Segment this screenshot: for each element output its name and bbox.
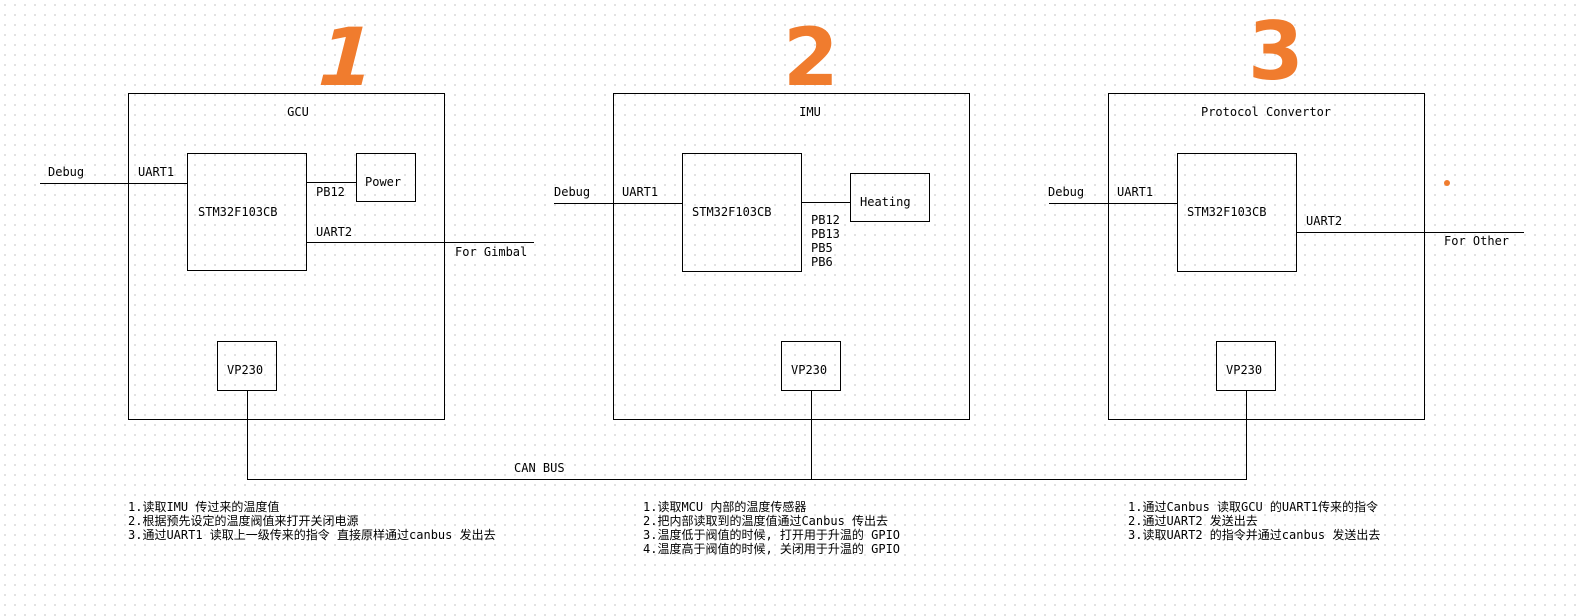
orange-dot xyxy=(1444,180,1450,186)
can-bus-line xyxy=(247,391,1247,480)
gcu-mcu-box xyxy=(187,153,307,271)
gcu-vp230-label: VP230 xyxy=(227,363,264,377)
imu-vp230-label: VP230 xyxy=(791,363,828,377)
imu-mcu-box xyxy=(682,153,802,272)
imu-pin-label: PB12 xyxy=(811,213,840,227)
note-line: 1.读取IMU 传过来的温度值 xyxy=(128,500,280,514)
imu-pin-label: PB6 xyxy=(811,255,833,269)
gcu-debug-label: Debug xyxy=(48,165,85,179)
imu-vp230-box xyxy=(781,341,841,391)
imu-notes: 1.读取MCU 内部的温度传感器 2.把内部读取到的温度值通过Canbus 传出… xyxy=(643,500,900,556)
note-line: 1.读取MCU 内部的温度传感器 xyxy=(643,500,807,514)
note-line: 1.通过Canbus 读取GCU 的UART1传来的指令 xyxy=(1128,500,1379,514)
note-line: 4.温度高于阀值的时候, 关闭用于升温的 GPIO xyxy=(643,542,901,556)
gcu-title: GCU xyxy=(287,105,309,119)
gcu-mcu-label: STM32F103CB xyxy=(198,205,278,219)
gcu-uart1-label: UART1 xyxy=(138,165,175,179)
note-line: 2.根据预先设定的温度阀值来打开关闭电源 xyxy=(128,514,359,528)
imu-title: IMU xyxy=(799,105,821,119)
gcu-gimbal-label: For Gimbal xyxy=(455,245,528,259)
imu-mcu-label: STM32F103CB xyxy=(692,205,772,219)
imu-heating-box xyxy=(850,173,930,222)
pc-outer-box xyxy=(1108,93,1425,420)
imu-heating-label: Heating xyxy=(860,195,911,209)
note-line: 2.把内部读取到的温度值通过Canbus 传出去 xyxy=(643,514,889,528)
pc-mcu-box xyxy=(1177,153,1297,272)
imu-pin-label: PB5 xyxy=(811,241,833,255)
gcu-vp230-box xyxy=(217,341,277,391)
note-line: 3.温度低于阀值的时候, 打开用于升温的 GPIO xyxy=(643,528,901,542)
pc-uart2-label: UART2 xyxy=(1306,214,1343,228)
section-number-2: 2 xyxy=(783,11,839,104)
can-bus-label: CAN BUS xyxy=(514,461,565,475)
pc-mcu-label: STM32F103CB xyxy=(1187,205,1267,219)
pc-vp230-box xyxy=(1216,341,1276,391)
pc-uart1-label: UART1 xyxy=(1117,185,1154,199)
note-line: 3.通过UART1 读取上一级传来的指令 直接原样通过canbus 发出去 xyxy=(128,528,496,542)
note-line: 2.通过UART2 发送出去 xyxy=(1128,514,1258,528)
imu-pin-label: PB13 xyxy=(811,227,840,241)
gcu-uart2-label: UART2 xyxy=(316,225,353,239)
section-number-3: 3 xyxy=(1248,5,1304,98)
imu-debug-label: Debug xyxy=(554,185,591,199)
gcu-pb12-label: PB12 xyxy=(316,185,345,199)
pc-other-label: For Other xyxy=(1444,234,1510,248)
pc-debug-label: Debug xyxy=(1048,185,1085,199)
gcu-power-box xyxy=(356,153,416,202)
gcu-notes: 1.读取IMU 传过来的温度值 2.根据预先设定的温度阀值来打开关闭电源 3.通… xyxy=(128,500,496,542)
pc-vp230-label: VP230 xyxy=(1226,363,1263,377)
pc-notes: 1.通过Canbus 读取GCU 的UART1传来的指令 2.通过UART2 发… xyxy=(1128,500,1380,542)
pc-title: Protocol Convertor xyxy=(1200,105,1332,119)
imu-outer-box xyxy=(613,93,970,420)
imu-uart1-label: UART1 xyxy=(622,185,659,199)
note-line: 3.读取UART2 的指令并通过canbus 发送出去 xyxy=(1128,528,1381,542)
gcu-power-label: Power xyxy=(365,175,402,189)
gcu-outer-box xyxy=(128,93,445,420)
